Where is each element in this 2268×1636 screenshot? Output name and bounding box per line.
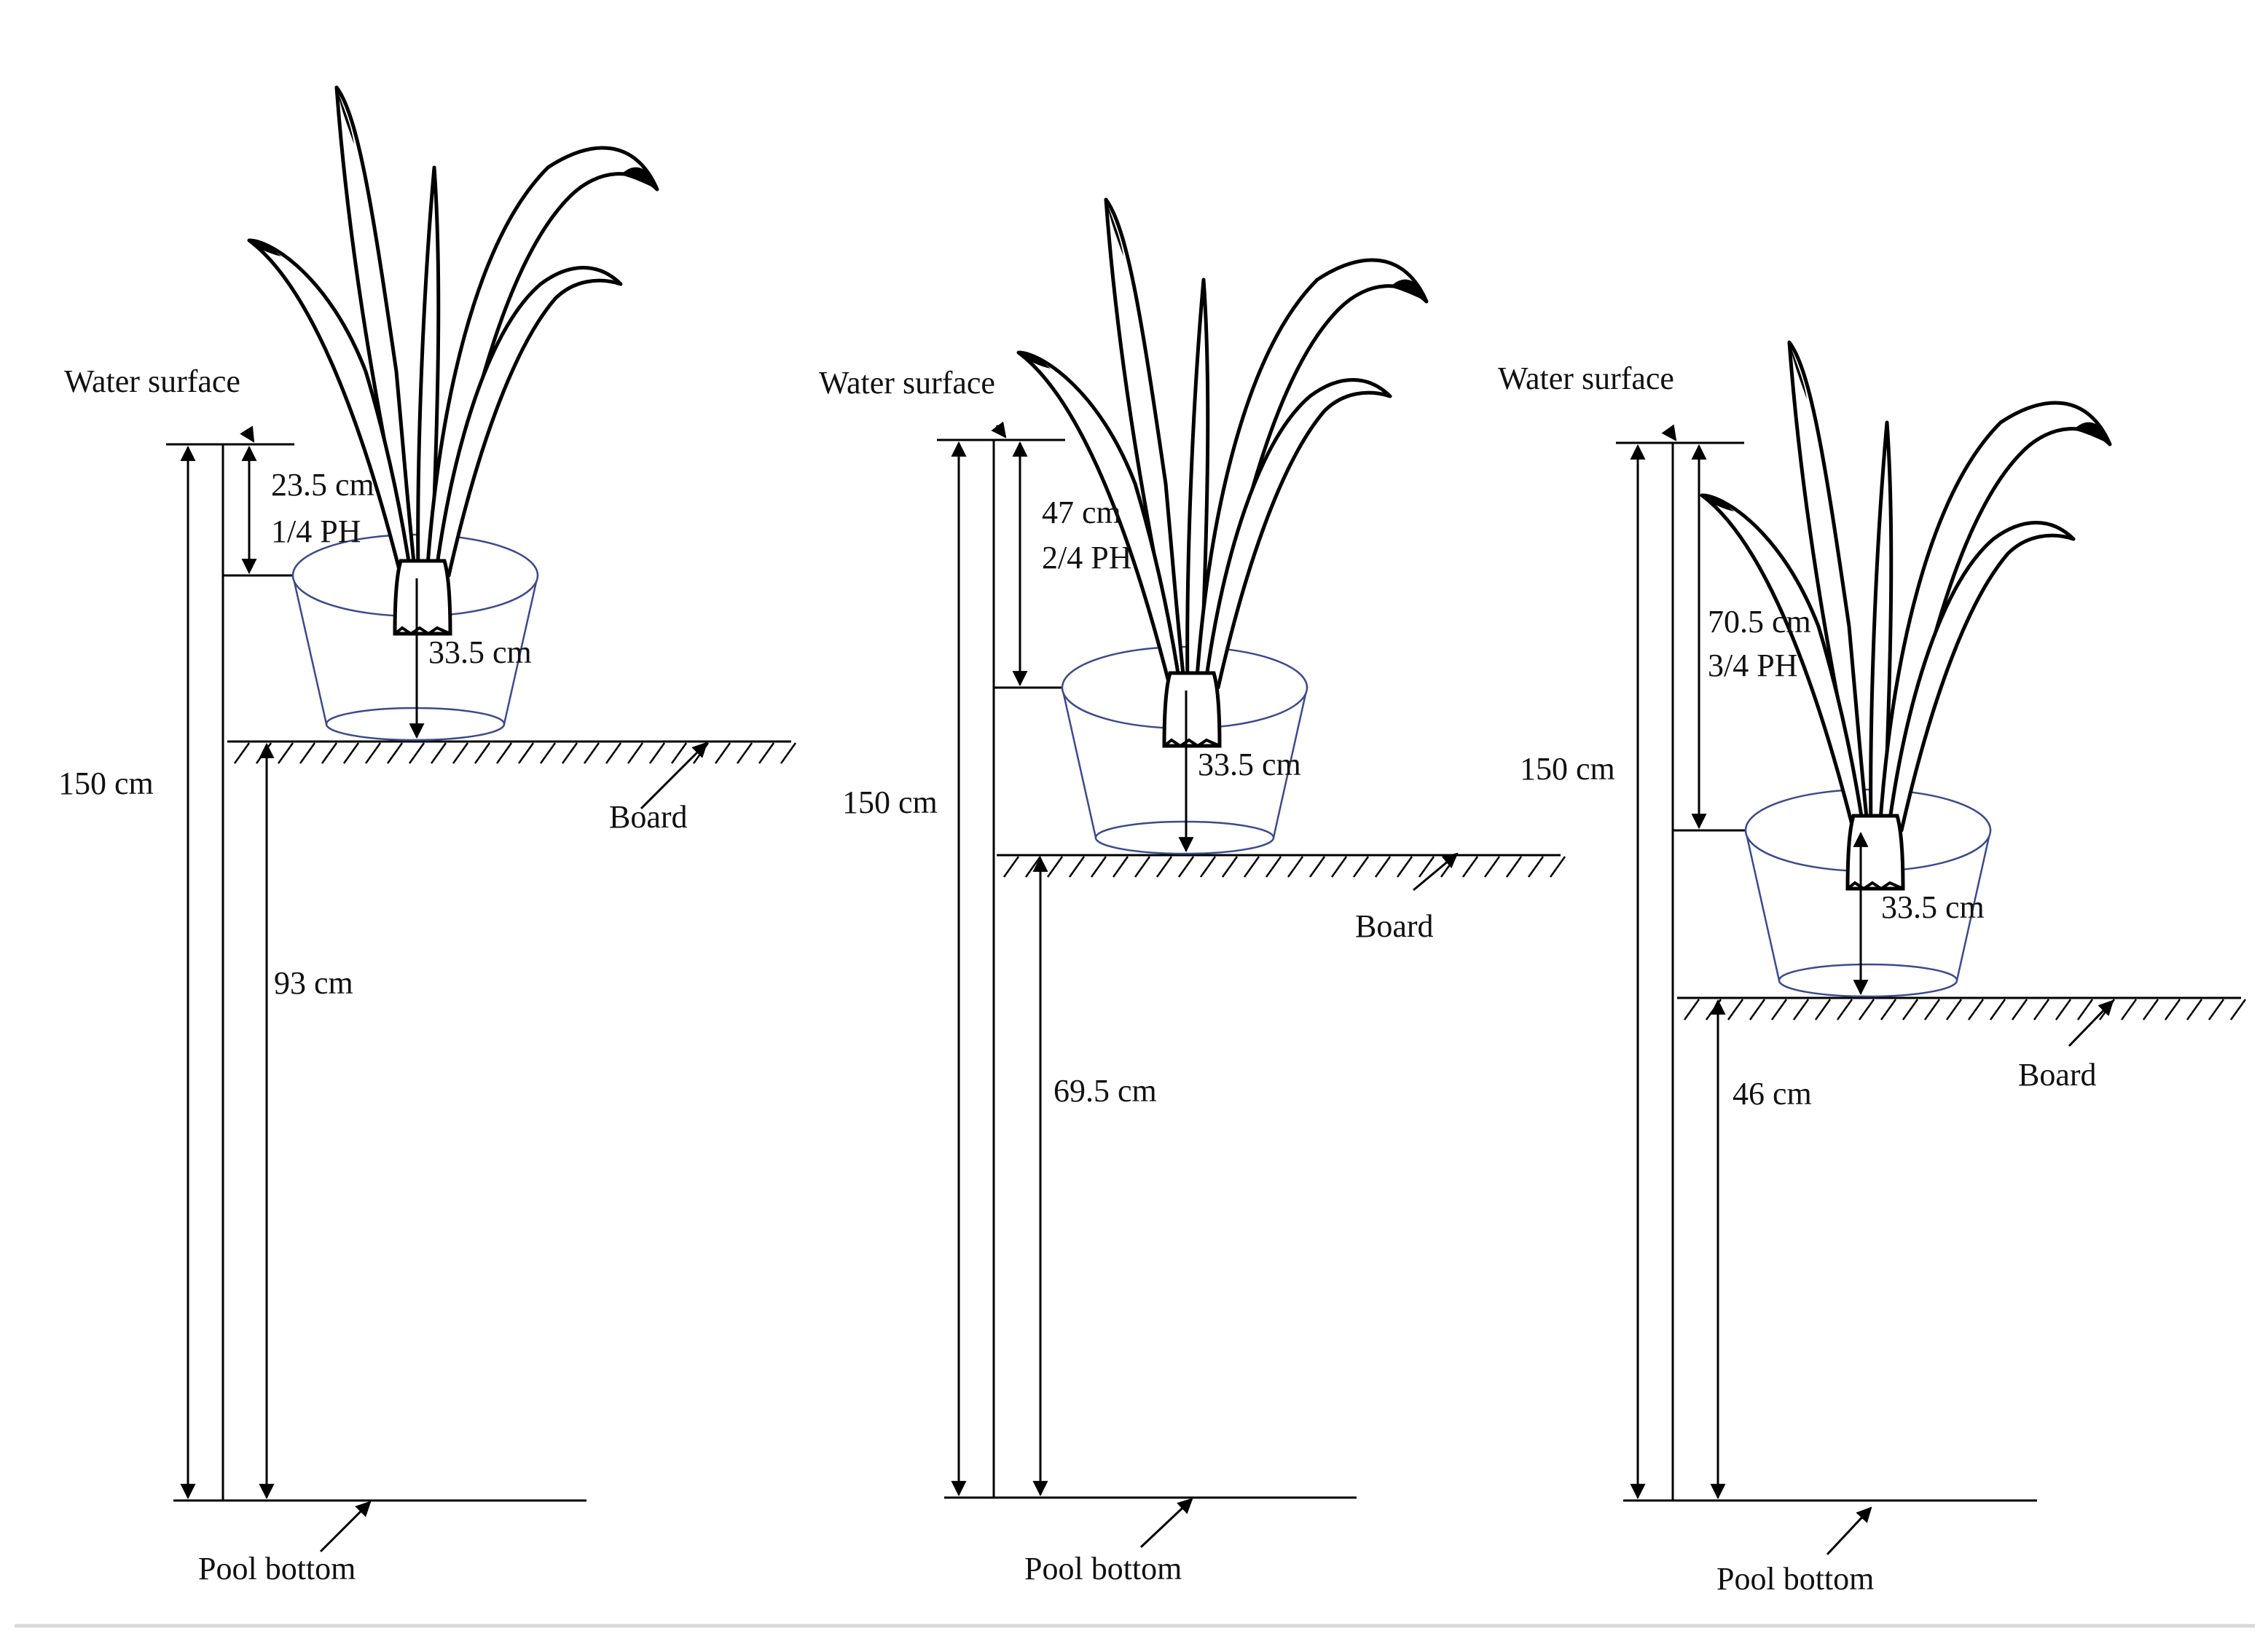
board-hatching xyxy=(233,742,797,764)
water-surface-label: Water surface xyxy=(1498,361,1674,396)
total-depth-label: 150 cm xyxy=(1520,751,1615,787)
board-label: Board xyxy=(1355,908,1434,944)
submergence-depth-label: 47 cm xyxy=(1042,495,1121,530)
total-depth-label: 150 cm xyxy=(58,766,154,801)
board-label: Board xyxy=(609,799,688,835)
board-height-label: 93 cm xyxy=(274,965,353,1001)
board-label: Board xyxy=(2018,1057,2097,1093)
plant-height-fraction-label: 3/4 PH xyxy=(1708,648,1797,683)
water-surface-pointer xyxy=(1661,424,1677,441)
pot-height-label: 33.5 cm xyxy=(428,634,532,670)
board-pointer xyxy=(640,742,708,810)
panel-1: Water surface 150 cm 23.5 cm 1/4 PH 33.5 cm B… xyxy=(58,87,797,1586)
cattail-plant xyxy=(249,87,657,634)
pool-bottom-pointer xyxy=(1826,1506,1872,1556)
pool-bottom-label: Pool bottom xyxy=(1024,1551,1182,1586)
water-surface-pointer xyxy=(240,425,255,443)
board-pointer xyxy=(2068,999,2114,1047)
board-hatching xyxy=(1683,999,2247,1020)
pot-height-label: 33.5 cm xyxy=(1881,889,1985,925)
cattail-plant xyxy=(1019,200,1427,746)
water-surface-label: Water surface xyxy=(64,363,240,399)
pool-bottom-label: Pool bottom xyxy=(1716,1561,1874,1597)
plant-height-fraction-label: 1/4 PH xyxy=(271,514,361,549)
pool-bottom-pointer xyxy=(1139,1498,1193,1549)
board-height-label: 69.5 cm xyxy=(1053,1073,1157,1109)
water-surface-label: Water surface xyxy=(819,365,995,401)
panel-3: Water surface 150 cm 70.5 cm 3/4 PH 33.5 cm B… xyxy=(1498,342,2247,1597)
pool-bottom-pointer xyxy=(319,1501,372,1553)
submergence-depth-label: 23.5 cm xyxy=(271,467,374,503)
board-height-label: 46 cm xyxy=(1733,1076,1812,1112)
plant-height-fraction-label: 2/4 PH xyxy=(1042,540,1131,575)
total-depth-label: 150 cm xyxy=(842,784,938,820)
board-hatching xyxy=(1002,856,1566,878)
submergence-depth-label: 70.5 cm xyxy=(1708,604,1811,640)
pot-height-label: 33.5 cm xyxy=(1198,747,1301,782)
board-pointer xyxy=(1413,852,1459,892)
water-surface-pointer xyxy=(991,421,1007,439)
panel-2: Water surface 150 cm 47 cm 2/4 PH 33.5 cm Boa… xyxy=(819,200,1566,1586)
pool-bottom-label: Pool bottom xyxy=(198,1551,356,1586)
